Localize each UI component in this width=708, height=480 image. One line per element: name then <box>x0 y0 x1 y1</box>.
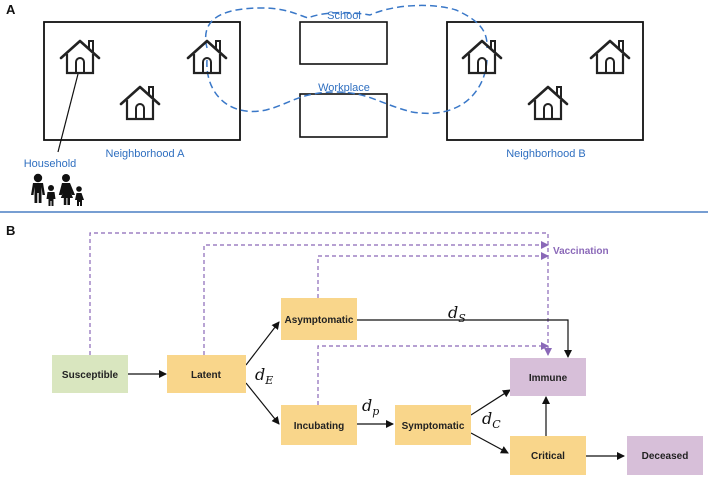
workplace-label: Workplace <box>318 82 370 94</box>
node-latent: Latent <box>167 355 246 393</box>
vaccination-label: Vaccination <box>553 246 609 257</box>
node-susceptible-label: Susceptible <box>62 370 119 381</box>
node-critical-label: Critical <box>531 451 565 462</box>
node-asymptomatic-label: Asymptomatic <box>285 315 354 326</box>
node-symptomatic-label: Symptomatic <box>402 421 465 432</box>
rate-d-e: dE <box>255 365 273 387</box>
house-icon <box>119 85 161 121</box>
vaccination-paths <box>89 232 552 405</box>
workplace-link-dashed <box>206 59 488 115</box>
panel-a-label: A <box>6 2 16 17</box>
household-label: Household <box>24 158 77 170</box>
house-icon <box>59 39 101 75</box>
node-incubating: Incubating <box>281 405 357 445</box>
school-label: School <box>327 10 361 22</box>
school-box <box>299 21 388 65</box>
node-deceased-label: Deceased <box>642 451 689 462</box>
neighborhood-b-label: Neighborhood B <box>506 148 586 160</box>
node-susceptible: Susceptible <box>52 355 128 393</box>
workplace-box <box>299 93 388 138</box>
node-asymptomatic: Asymptomatic <box>281 298 357 340</box>
neighborhood-a-label: Neighborhood A <box>106 148 186 160</box>
school-link-dashed <box>204 4 488 49</box>
neighborhood-a-box <box>43 21 241 141</box>
household-pointer-line <box>57 73 79 153</box>
family-icon <box>31 173 84 206</box>
node-symptomatic: Symptomatic <box>395 405 471 445</box>
rate-d-p: dp <box>362 396 379 418</box>
node-latent-label: Latent <box>191 370 222 381</box>
panel-b-label: B <box>6 223 15 238</box>
node-immune: Immune <box>510 358 586 396</box>
node-incubating-label: Incubating <box>294 421 345 432</box>
neighborhood-b-box <box>446 21 644 141</box>
node-critical: Critical <box>510 436 586 475</box>
house-icon <box>461 39 503 75</box>
rate-d-c: dC <box>482 409 501 431</box>
transition-arrows <box>128 319 625 460</box>
rate-d-s: dS <box>448 303 466 325</box>
house-icon <box>527 85 569 121</box>
node-immune-label: Immune <box>529 373 568 384</box>
node-deceased: Deceased <box>627 436 703 475</box>
house-icon <box>589 39 631 75</box>
